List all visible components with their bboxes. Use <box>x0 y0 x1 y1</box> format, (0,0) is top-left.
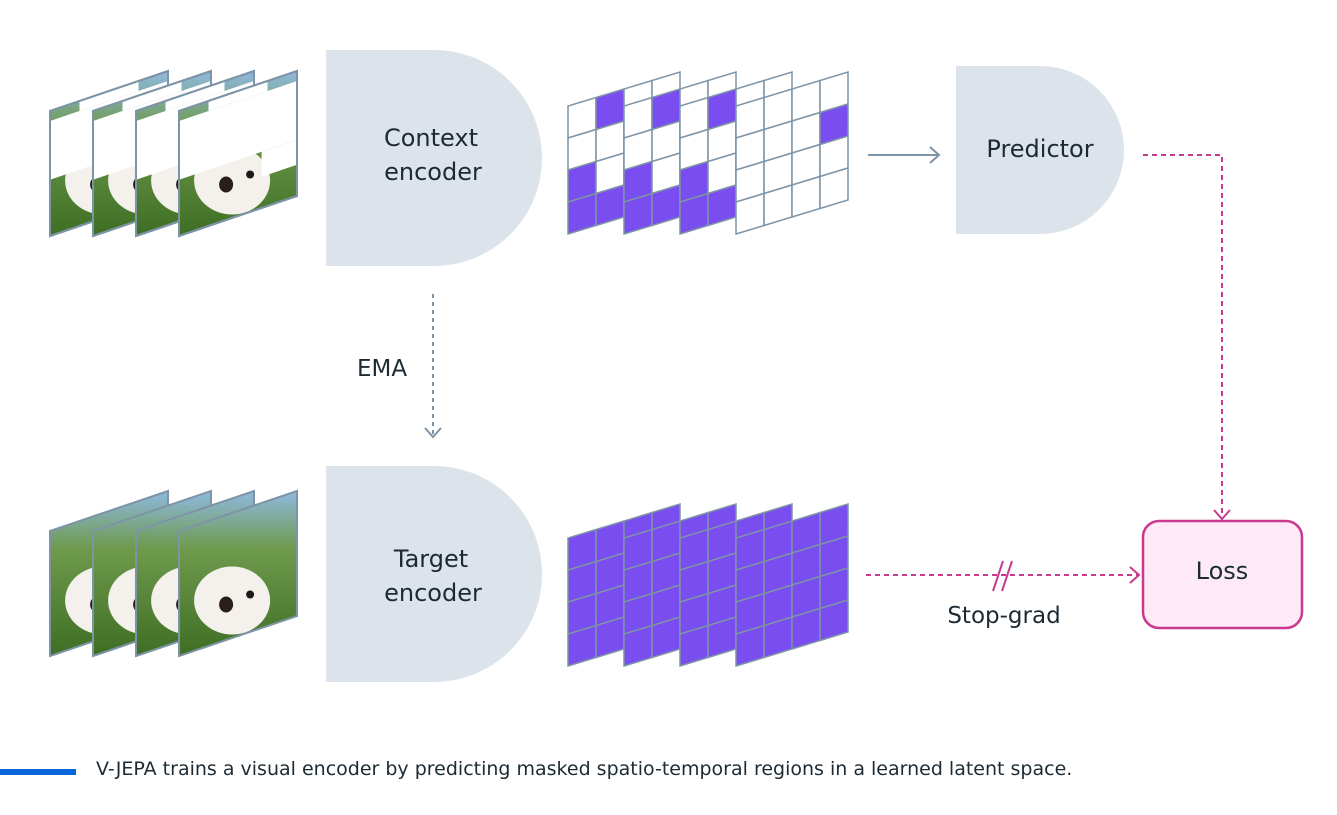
context-encoder-label-line2: encoder <box>384 158 482 186</box>
token-grid-frame <box>735 502 849 668</box>
target-encoder-label-line1: Target <box>393 545 468 573</box>
loss-block <box>1141 519 1304 630</box>
stop-grad-label: Stop-grad <box>947 603 1060 629</box>
mask-region <box>179 81 297 180</box>
caption-accent-bar <box>0 769 76 775</box>
token-cell <box>819 166 849 210</box>
target-video-frames <box>49 489 298 658</box>
predictor-to-loss-arrow <box>1143 154 1231 521</box>
stop-grad-slash-icon <box>992 560 1013 592</box>
context-encoder-block <box>326 50 542 266</box>
video-frame <box>178 489 298 658</box>
stop-grad-arrow <box>866 566 1141 584</box>
token-cell <box>819 598 849 642</box>
video-frame <box>178 69 298 238</box>
predictor-label: Predictor <box>986 135 1093 163</box>
context-encoder-label-line1: Context <box>384 124 478 152</box>
context-video-frames <box>49 69 298 238</box>
caption: V-JEPA trains a visual encoder by predic… <box>0 756 1337 788</box>
loss-label: Loss <box>1196 557 1249 585</box>
token-grid-frame <box>735 70 849 236</box>
target-encoder-block <box>326 466 542 682</box>
context-token-grids <box>567 70 849 236</box>
tokens-to-predictor-arrow <box>868 146 941 164</box>
ema-arrow <box>424 294 442 439</box>
predictor-block <box>956 66 1124 234</box>
ema-label: EMA <box>357 356 407 382</box>
target-encoder-label-line2: encoder <box>384 579 482 607</box>
caption-text: V-JEPA trains a visual encoder by predic… <box>96 758 1073 780</box>
target-token-grids <box>567 502 849 668</box>
